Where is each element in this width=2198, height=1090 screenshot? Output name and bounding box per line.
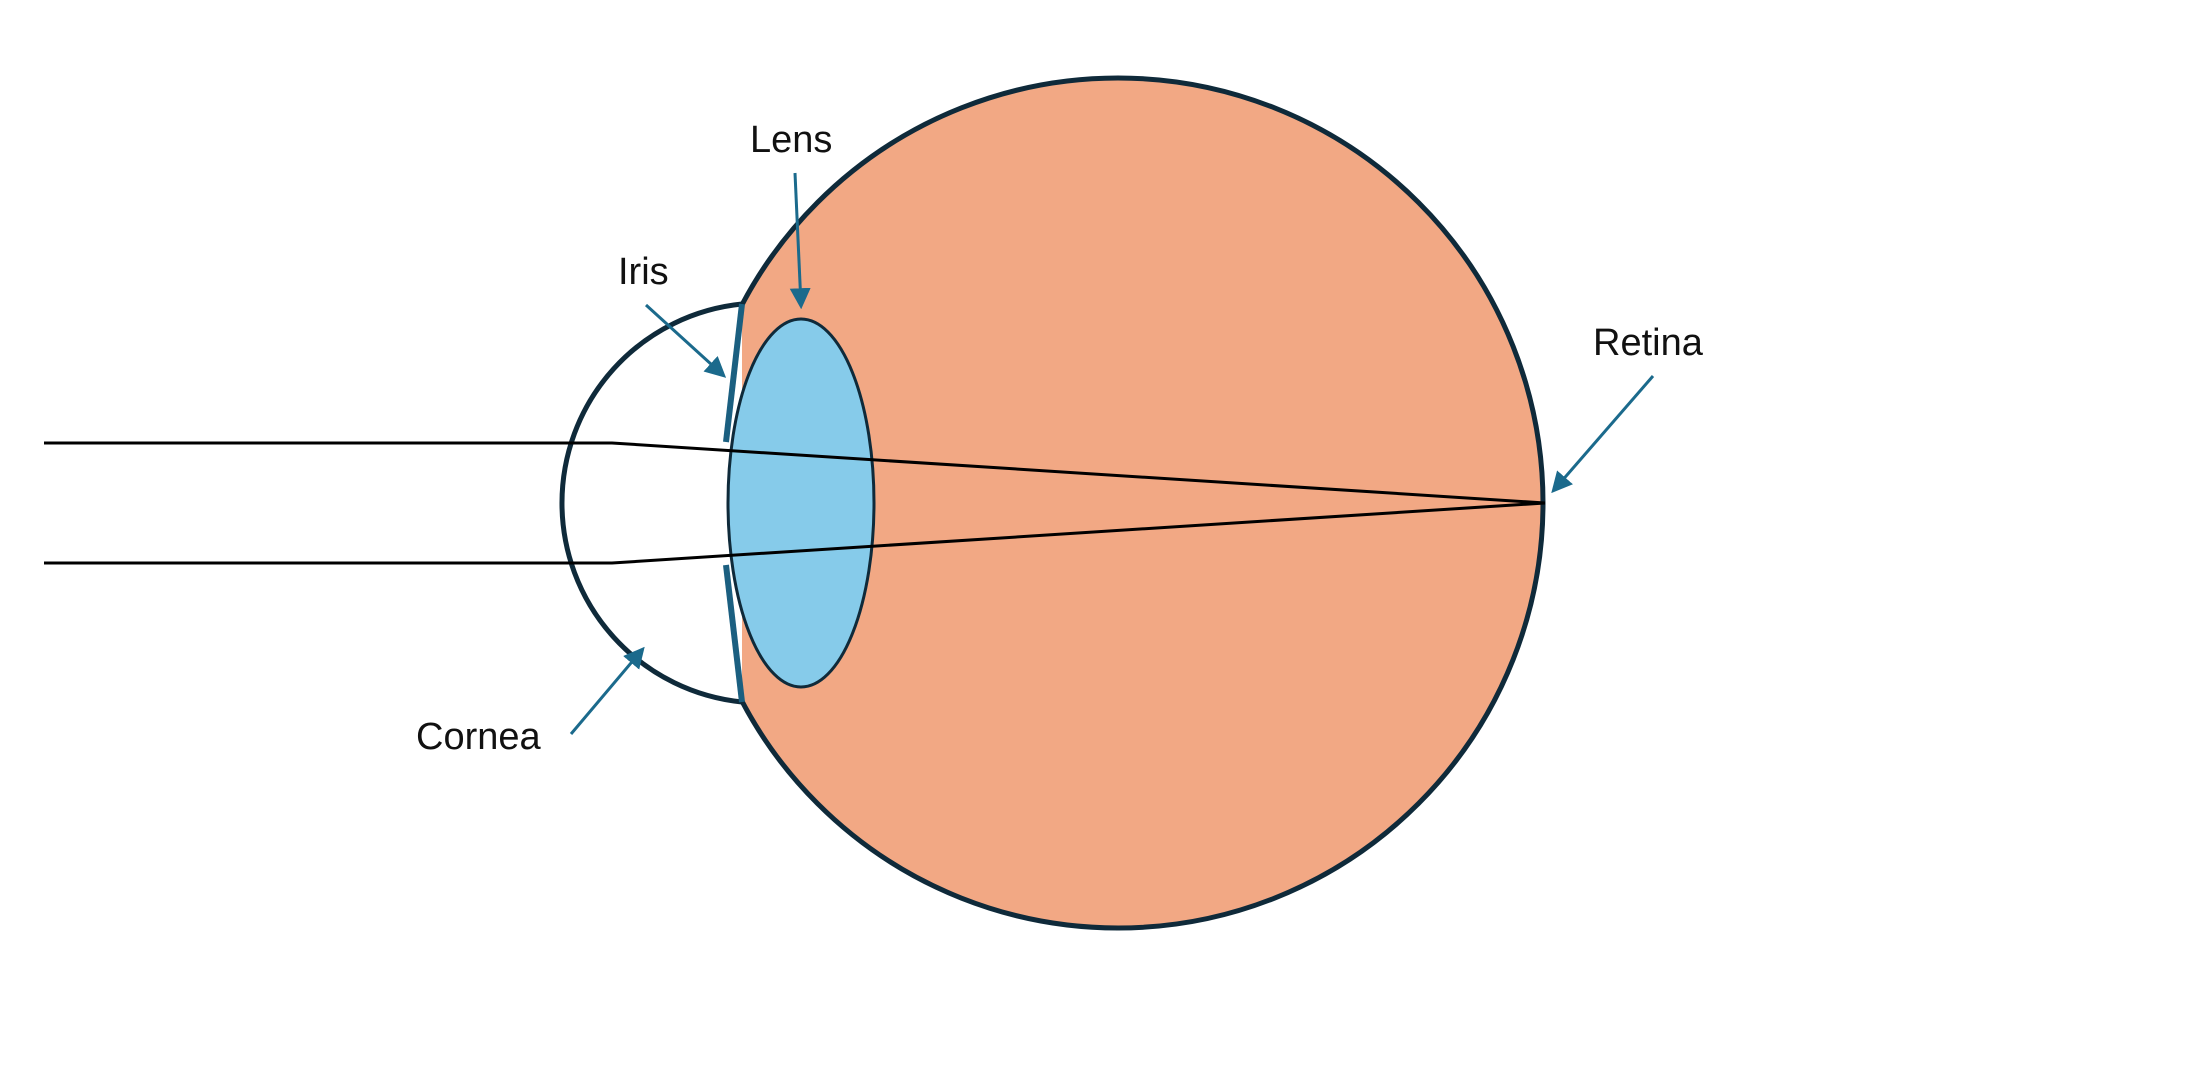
cornea	[559, 301, 743, 705]
cornea-chamber	[561, 304, 742, 702]
retina-pointer-arrow	[1551, 375, 1655, 494]
iris-upper	[723, 303, 745, 443]
iris-label: Iris	[618, 251, 669, 293]
iris-pointer-arrow	[644, 303, 727, 378]
light-ray-lower	[44, 501, 1546, 565]
retina-label: Retina	[1593, 322, 1704, 364]
lens-pointer-arrow	[789, 172, 811, 310]
cornea-label: Cornea	[416, 716, 541, 758]
light-ray-upper	[44, 441, 1546, 505]
cornea-pointer-arrow	[569, 646, 645, 735]
lens	[726, 317, 876, 689]
lens-label: Lens	[750, 119, 832, 161]
iris-lower	[723, 564, 745, 703]
